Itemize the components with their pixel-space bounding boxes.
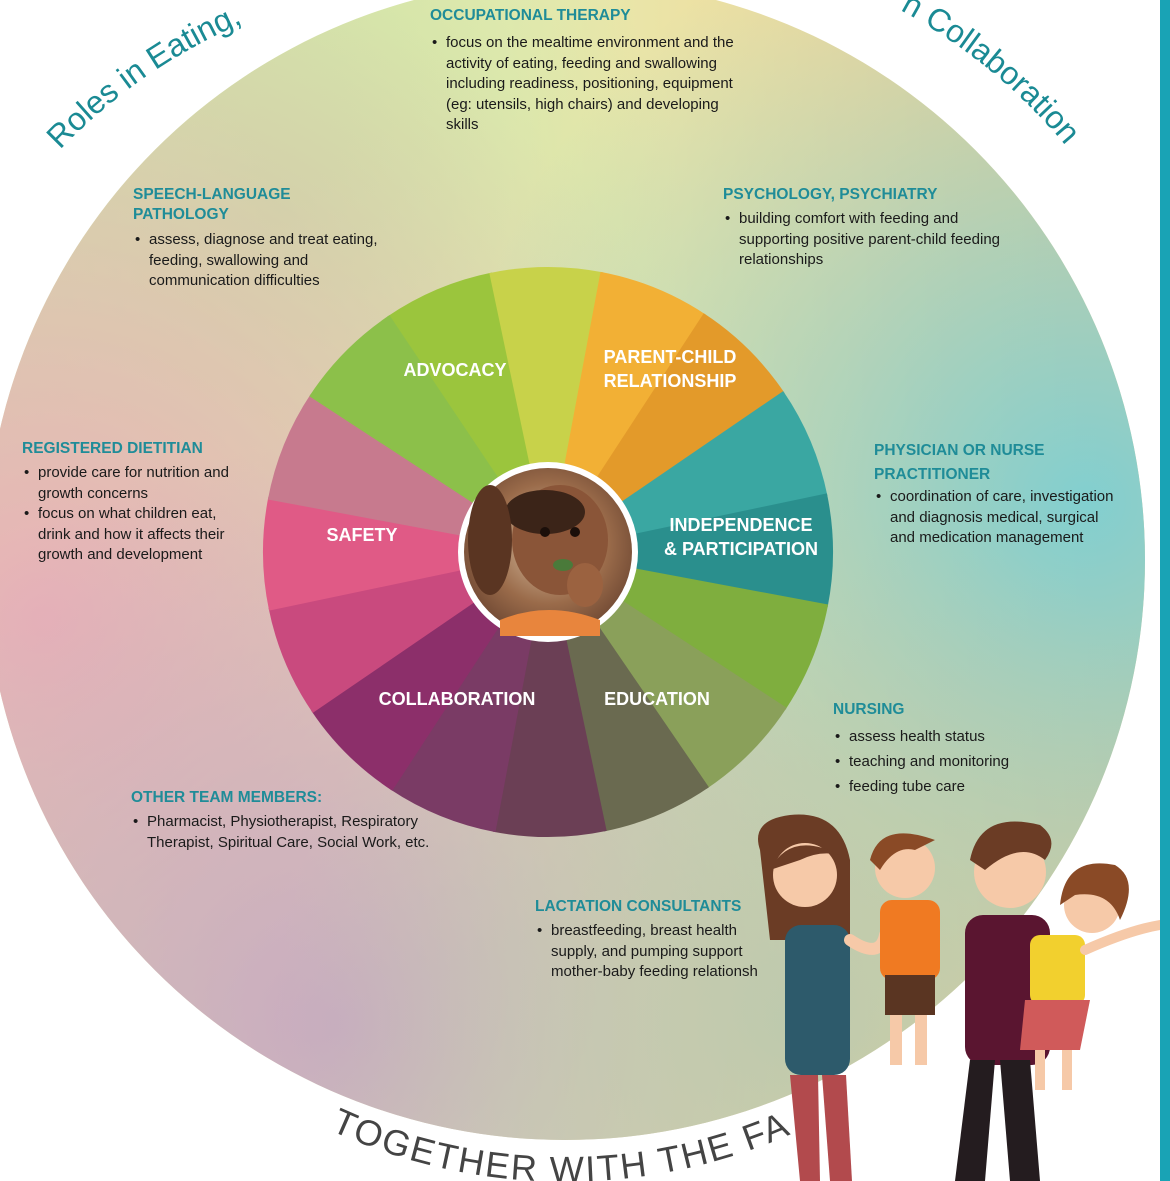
center-photo xyxy=(464,468,632,636)
role-list-other: Pharmacist, Physiotherapist, Respiratory… xyxy=(131,812,451,853)
list-item: teaching and monitoring xyxy=(833,749,1063,774)
role-title-speech-language: SPEECH-LANGUAGE PATHOLOGY xyxy=(133,186,291,223)
label-advocacy: ADVOCACY xyxy=(403,360,506,380)
list-item: focus on what children eat, drink and ho… xyxy=(22,504,237,566)
role-title-dietitian: REGISTERED DIETITIAN xyxy=(22,440,203,457)
inner-ring xyxy=(262,266,833,837)
list-item: feeding tube care xyxy=(833,774,1063,799)
label-collaboration: COLLABORATION xyxy=(379,689,536,709)
label-parent-child-2: RELATIONSHIP xyxy=(604,371,737,391)
list-item: Pharmacist, Physiotherapist, Respiratory… xyxy=(131,812,451,853)
role-list-speech-language: assess, diagnose and treat eating, feedi… xyxy=(133,230,403,292)
list-item: breastfeeding, breast health supply, and… xyxy=(535,921,785,983)
list-item: focus on the mealtime environment and th… xyxy=(430,33,740,136)
family-illustration xyxy=(758,814,1165,1181)
right-edge-bar xyxy=(1160,0,1170,1181)
role-title-nursing: NURSING xyxy=(833,701,905,718)
role-title-psychology: PSYCHOLOGY, PSYCHIATRY xyxy=(723,186,938,203)
list-item: coordination of care, investigation and … xyxy=(874,487,1114,549)
list-item: building comfort with feeding and suppor… xyxy=(723,209,1013,271)
role-list-occupational-therapy: focus on the mealtime environment and th… xyxy=(430,33,740,136)
role-title-other: OTHER TEAM MEMBERS: xyxy=(131,789,323,806)
role-list-physician: coordination of care, investigation and … xyxy=(874,487,1114,549)
list-item: assess health status xyxy=(833,724,1063,749)
label-independence-1: INDEPENDENCE xyxy=(669,515,812,535)
role-title-lactation: LACTATION CONSULTANTS xyxy=(535,898,742,915)
label-safety: SAFETY xyxy=(326,525,397,545)
role-list-dietitian: provide care for nutrition and growth co… xyxy=(22,463,237,566)
role-title-occupational-therapy: OCCUPATIONAL THERAPY xyxy=(430,7,631,24)
role-title-physician: PHYSICIAN OR NURSE PRACTITIONER xyxy=(874,442,1045,483)
list-item: assess, diagnose and treat eating, feedi… xyxy=(133,230,403,292)
role-list-nursing: assess health status teaching and monito… xyxy=(833,724,1063,799)
list-item: provide care for nutrition and growth co… xyxy=(22,463,237,504)
role-list-lactation: breastfeeding, breast health supply, and… xyxy=(535,921,785,983)
role-list-psychology: building comfort with feeding and suppor… xyxy=(723,209,1013,271)
label-independence-2: & PARTICIPATION xyxy=(664,539,818,559)
label-parent-child-1: PARENT-CHILD xyxy=(604,347,737,367)
label-education: EDUCATION xyxy=(604,689,710,709)
